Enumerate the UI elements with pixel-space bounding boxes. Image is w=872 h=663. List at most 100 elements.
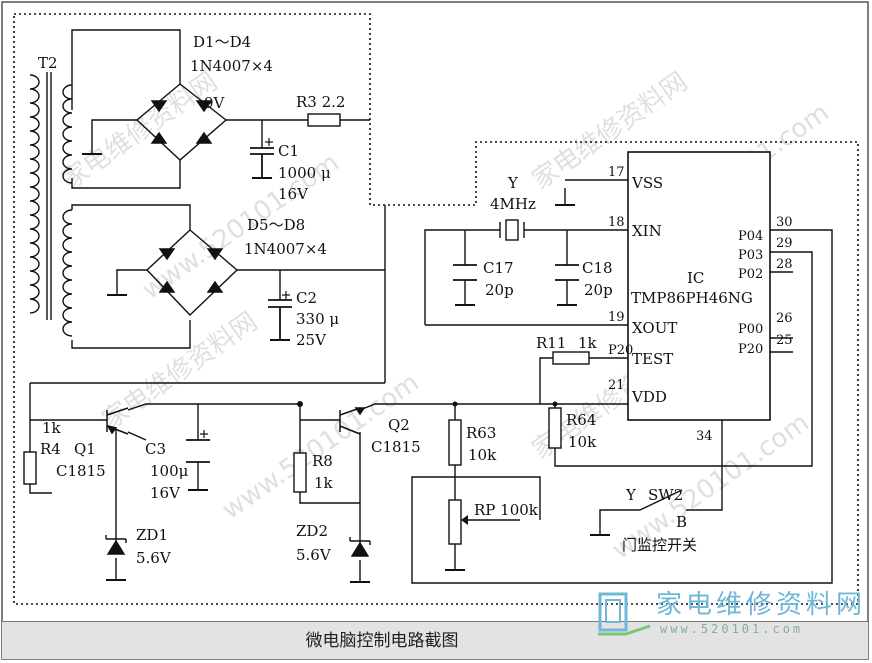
label-r64-val: 10k [568,433,597,451]
pin-19-num: 19 [608,310,625,325]
pin-vdd: VDD [631,388,667,406]
label-d1-d4-part: 1N4007×4 [190,57,273,75]
transistor-q1 [106,407,129,435]
pin-28-num: 28 [776,257,793,272]
resistors [23,113,590,545]
label-r63: R63 [466,424,496,442]
resistor-r64 [548,407,562,449]
pin-p04: P04 [738,229,763,244]
label-d1-d4: D1～D4 [193,33,251,51]
label-c2-cap: 330 μ [296,310,339,328]
site-logo: 家电维修资料网 www.520101.com [596,584,868,646]
logo-site-name: 家电维修资料网 [656,590,867,620]
pin-30-num: 30 [776,215,793,230]
label-q2: Q2 [388,416,410,434]
caption-bar: 微电脑控制电路截图 [2,621,868,659]
label-r8: R8 [312,452,333,470]
label-c1: C1 [278,142,299,160]
resistor-r11 [552,351,590,365]
label-r11-val: 1k [578,334,598,352]
label-zd1-volt: 5.6V [136,549,172,567]
resistor-r4 [23,451,37,485]
label-sw2: SW2 [648,486,683,504]
pin-test: TEST [632,350,673,368]
ic-body [627,151,771,421]
label-c3: C3 [145,440,166,458]
pin-p02: P02 [738,267,763,282]
label-r8-val: 1k [314,474,334,492]
pin-p00: P00 [738,322,763,337]
pin-21-num: 21 [608,378,625,393]
label-zd1: ZD1 [136,526,168,544]
dotted-boundary [13,13,859,605]
figure-caption: 微电脑控制电路截图 [305,631,459,651]
label-c3-volt: 16V [150,484,181,502]
pin-25-num: 25 [776,333,793,348]
watermark-text: 家电维修资料网 [57,67,223,196]
label-c17-val: 20p [485,281,514,299]
label-d5-d8-part: 1N4007×4 [244,240,327,258]
crystal-y [499,219,525,241]
label-q1-part: C1815 [56,462,106,480]
transformer-t2 [29,72,73,337]
bridge-rectifier-d5-d8 [146,229,239,316]
label-c17: C17 [483,259,514,277]
zener-zd1 [105,528,127,555]
label-zd2-volt: 5.6V [296,546,332,564]
pin-26-num: 26 [776,311,793,326]
pin-xin: XIN [632,222,662,240]
label-c2: C2 [296,289,317,307]
label-c1-cap: 1000 μ [278,164,331,182]
label-9v: 9V [204,94,226,112]
label-q1: Q1 [74,440,96,458]
bridge-rectifier-d1-d4 [135,83,228,177]
label-r4-val: 1k [42,419,62,437]
switch-sw2 [639,489,683,511]
label-r3: R3 2.2 [296,93,345,111]
pin-xout: XOUT [632,319,677,337]
label-r64: R64 [566,411,596,429]
label-t2: T2 [38,54,58,72]
logo-url: www.520101.com [660,622,804,636]
label-c2-volt: 25V [296,331,327,349]
label-sw2-y: Y [625,486,637,504]
label-c3-cap: 100μ [150,462,189,480]
transistor-q2 [339,407,366,435]
label-r11: R11 [536,334,566,352]
resistor-r63 [448,419,462,466]
capacitors [186,147,579,463]
label-r4: R4 [40,440,61,458]
ic-labels: IC TMP86PH46NG 17 VSS 18 XIN 19 XOUT P20… [608,165,793,444]
label-y: Y [507,174,519,192]
component-labels: T2 D1～D4 1N4007×4 9V R3 2.2 C1 1000 μ 16… [38,33,697,567]
label-c1-volt: 16V [278,185,309,203]
label-sw2-b: B [676,513,687,531]
resistor-r8 [293,452,307,493]
label-c18-val: 20p [584,281,613,299]
label-d5-d8: D5～D8 [247,216,305,234]
label-q2-part: C1815 [371,438,421,456]
pin-p20: P20 [738,342,763,357]
label-c18: C18 [582,259,613,277]
pin-29-num: 29 [776,236,793,251]
pin-18-num: 18 [608,215,625,230]
wires [29,29,833,584]
label-sw2-desc: 门监控开关 [622,536,697,554]
pin-20-num: P20 [608,343,633,358]
junction-dots [297,401,558,407]
pin-vss: VSS [631,174,663,192]
label-y-freq: 4MHz [490,195,536,213]
ic-name: IC [687,269,704,287]
pin-17-num: 17 [608,165,625,180]
zener-zd2 [349,530,371,557]
label-r63-val: 10k [468,446,497,464]
potentiometer-rp [448,499,462,545]
label-rp: RP 100k [474,501,539,519]
pin-34-num: 34 [696,429,713,444]
ic-part: TMP86PH46NG [631,289,753,307]
watermark-text: 家电维修资料网 [97,307,263,436]
ground-symbols [82,153,610,583]
